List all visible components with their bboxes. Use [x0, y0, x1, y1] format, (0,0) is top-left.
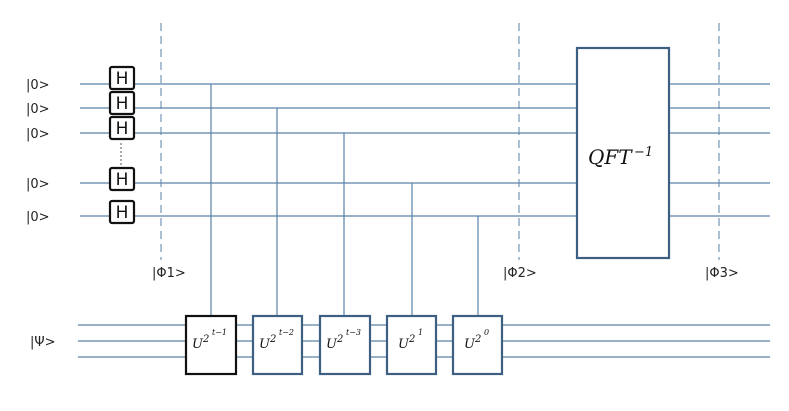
phi2-label: |Φ2>	[503, 266, 537, 281]
svg-text:H: H	[116, 94, 129, 114]
qubit-label: |0>	[26, 210, 50, 225]
hadamard-gate: H	[108, 199, 136, 225]
hadamard-gate: H	[108, 115, 136, 141]
controlled-u-gate: U2 t−2	[251, 314, 304, 376]
qubit-label: |0>	[26, 127, 50, 142]
psi-label: |Ψ>	[30, 335, 56, 350]
controlled-u-gate: U2 0	[451, 314, 504, 376]
phase-dividers	[160, 23, 720, 260]
exponent-label: 0	[484, 328, 489, 337]
svg-text:U2: U2	[398, 334, 415, 352]
hadamard-gate: H	[108, 65, 136, 91]
svg-text:H: H	[116, 203, 129, 223]
qft-label: QFT	[588, 145, 633, 169]
svg-text:H: H	[116, 69, 129, 89]
hadamard-gates: H H H H H	[108, 65, 136, 225]
svg-text:U2: U2	[326, 334, 343, 352]
qubit-label: |0>	[26, 102, 50, 117]
exponent-label: t−3	[346, 328, 361, 337]
phi1-label: |Φ1>	[152, 266, 186, 281]
hadamard-gate: H	[108, 90, 136, 116]
svg-text:U2: U2	[192, 334, 209, 352]
qubit-labels: |0> |0> |0> |0> |0>	[26, 78, 50, 225]
inverse-qft-block: QFT −1	[575, 46, 671, 260]
exponent-label: t−1	[212, 328, 227, 337]
controlled-u-gates: U2 t−1 U2 t−2 U2 t−3 U2 1 U2 0	[184, 314, 504, 376]
exponent-label: t−2	[279, 328, 294, 337]
qubit-label: |0>	[26, 177, 50, 192]
svg-text:H: H	[116, 119, 129, 139]
controlled-u-gate: U2 t−3	[318, 314, 372, 376]
hadamard-gate: H	[108, 166, 136, 192]
qft-exponent: −1	[634, 145, 653, 160]
phi3-label: |Φ3>	[705, 266, 739, 281]
svg-text:U2: U2	[464, 334, 481, 352]
svg-text:U2: U2	[259, 334, 276, 352]
svg-text:H: H	[116, 170, 129, 190]
controlled-u-gate: U2 1	[385, 314, 438, 376]
exponent-label: 1	[418, 328, 423, 337]
qubit-label: |0>	[26, 78, 50, 93]
controlled-u-gate: U2 t−1	[184, 314, 238, 376]
control-lines	[210, 84, 479, 316]
